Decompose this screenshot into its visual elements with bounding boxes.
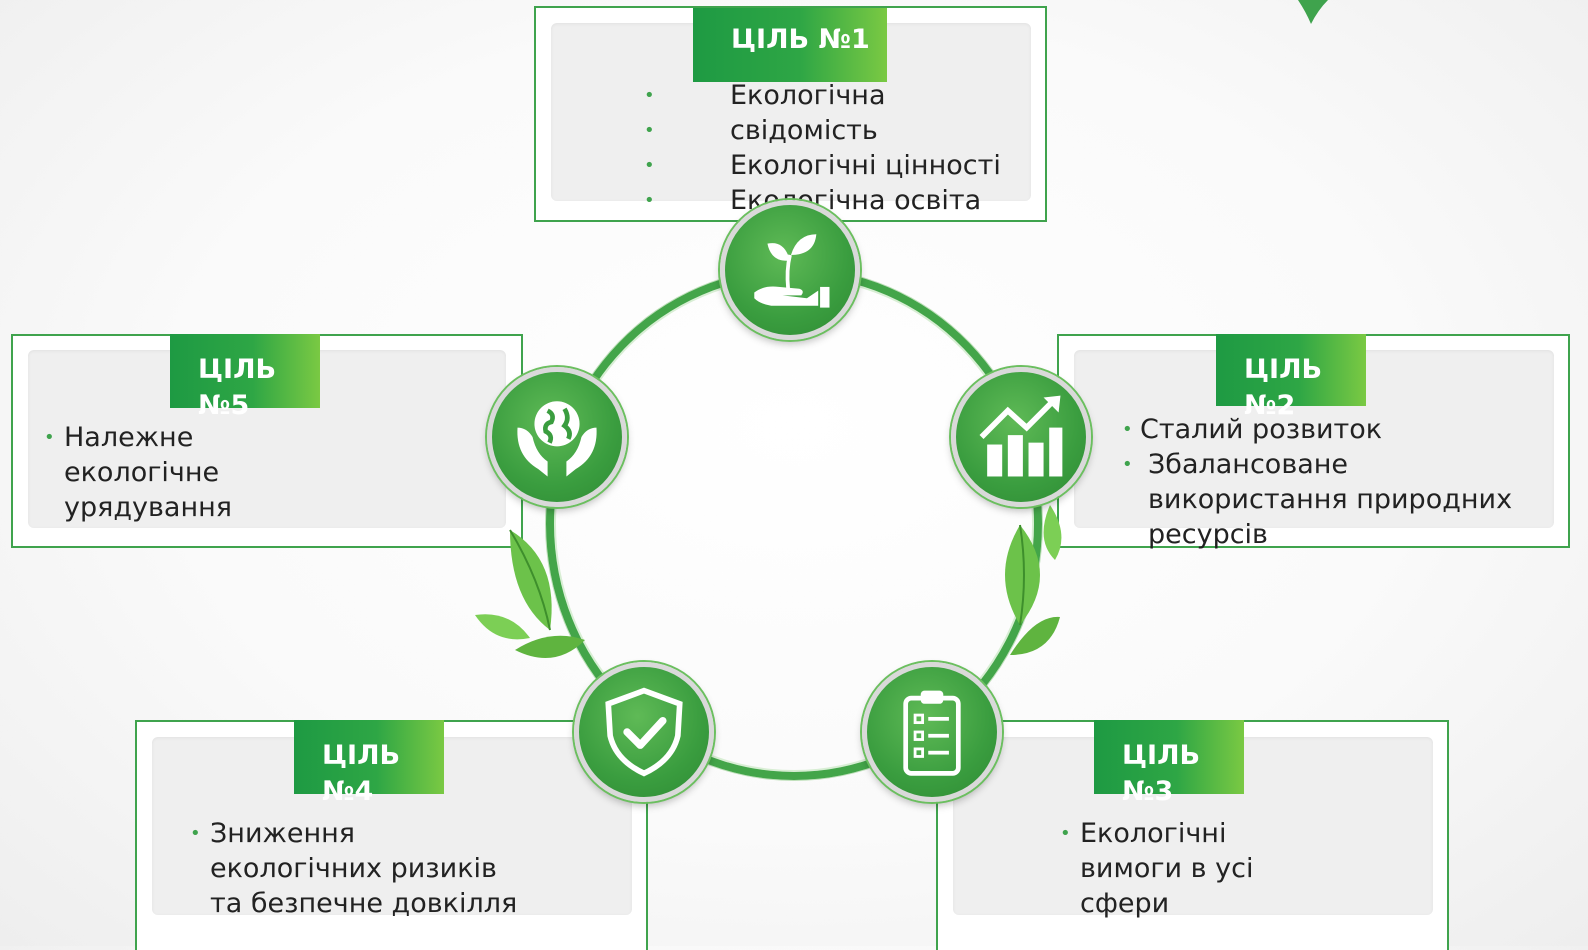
- goal-1-badge: [720, 200, 860, 340]
- shield-check-icon: [605, 687, 683, 777]
- growth-chart-icon: [979, 395, 1063, 477]
- goal-2-badge: [951, 367, 1091, 507]
- goal-4-title: ЦІЛЬ №4: [294, 720, 444, 807]
- goal-3-list: Екологічні вимоги в усі сфери: [1060, 816, 1260, 921]
- leaf-tip-icon: [1298, 0, 1328, 24]
- goal-4-item: Зниження екологічних ризиків та безпечне…: [190, 816, 530, 921]
- globe-in-hands-icon: [517, 401, 597, 477]
- goal-5-item: Належне екологічне урядування: [44, 420, 354, 525]
- goal-1-item: Екологічна освіта: [644, 183, 1024, 218]
- goal-4-badge: [574, 662, 714, 802]
- goal-1-title: ЦІЛЬ №1: [693, 8, 887, 82]
- goal-5-badge: [487, 367, 627, 507]
- goal-2-item: Сталий розвиток: [1122, 412, 1522, 447]
- goal-1-item: Екологічні цінності: [644, 148, 1024, 183]
- leaf-cluster-left-icon: [475, 529, 585, 658]
- leaf-cluster-right-icon: [1005, 505, 1062, 655]
- plant-in-hand-icon: [754, 234, 830, 308]
- goal-3-badge: [862, 662, 1002, 802]
- goal-2-list: Сталий розвиток Збалансоване використанн…: [1122, 412, 1522, 552]
- checklist-clipboard-icon: [903, 690, 961, 776]
- goal-2-title: ЦІЛЬ №2: [1216, 334, 1366, 421]
- goal-5-list: Належне екологічне урядування: [44, 420, 354, 525]
- goal-1-item: свідомість: [644, 113, 1024, 148]
- goal-1-list: Екологічна свідомість Екологічні цінност…: [644, 78, 1024, 218]
- goal-4-list: Зниження екологічних ризиків та безпечне…: [190, 816, 530, 921]
- goal-3-title: ЦІЛЬ №3: [1094, 720, 1244, 807]
- goal-1-item: Екологічна: [644, 78, 1024, 113]
- goal-3-item: Екологічні вимоги в усі сфери: [1060, 816, 1260, 921]
- goal-2-item: Збалансоване використання природних ресу…: [1122, 447, 1522, 552]
- goal-5-title: ЦІЛЬ №5: [170, 334, 320, 421]
